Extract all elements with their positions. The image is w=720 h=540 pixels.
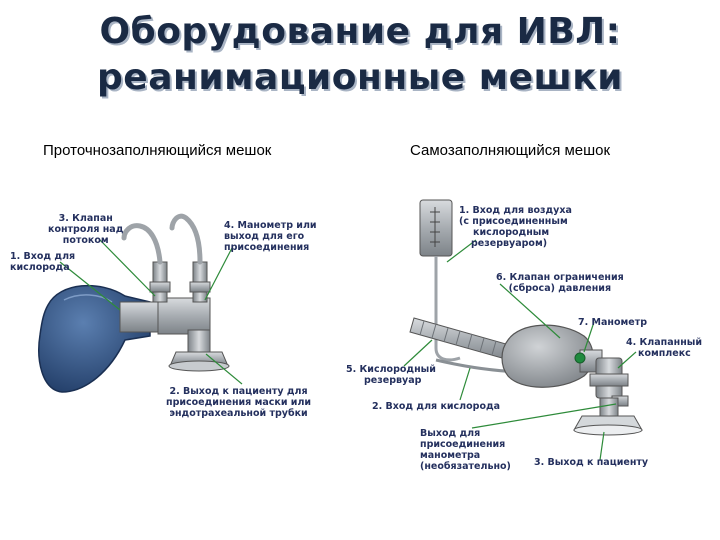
- label-line: контроля над: [48, 224, 124, 235]
- label-valve-complex: 4. Клапанный комплекс: [626, 337, 702, 359]
- self-inflating-bag-body: [501, 324, 594, 388]
- label-line: присоединения маски или: [166, 397, 312, 408]
- label-line: 1. Вход для воздуха: [459, 205, 572, 216]
- label-line: эндотрахеальной трубки: [169, 408, 308, 419]
- label-oxygen-inlet-right: 2. Вход для кислорода: [372, 401, 501, 412]
- label-line: 3. Клапан: [58, 213, 113, 224]
- manometer-tube: [169, 213, 203, 265]
- label-line: присоединения: [420, 439, 506, 450]
- label-line: потоком: [62, 235, 109, 246]
- self-inflating-bag: [409, 199, 643, 436]
- label-line: резервуаром): [471, 238, 548, 249]
- bag-neck: [119, 301, 161, 333]
- label-pressure-relief-valve: 6. Клапан ограничения (сброса) давления: [496, 272, 624, 294]
- chamber-drop-line: [434, 256, 461, 362]
- label-oxygen-reservoir: 5. Кислородный резервуар: [346, 364, 436, 386]
- label-line: 1. Вход для: [10, 251, 76, 262]
- label-line: 4. Клапанный: [626, 337, 703, 348]
- manometer-dial: [574, 352, 586, 364]
- label-line: кислородным: [473, 227, 550, 238]
- label-line: комплекс: [638, 348, 691, 359]
- label-manometer-right: 7. Манометр: [578, 317, 647, 328]
- right-leader-lines: [403, 239, 637, 461]
- page-title-line-1: Оборудование для ИВЛ:: [99, 11, 621, 52]
- connector-body: [157, 297, 211, 335]
- label-air-inlet: 1. Вход для воздуха (с присоединенным ки…: [459, 205, 572, 249]
- label-line: 4. Манометр или: [224, 220, 317, 231]
- label-patient-outlet-right: 3. Выход к пациенту: [534, 457, 649, 468]
- label-oxygen-inlet-left: 1. Вход для кислорода: [10, 251, 75, 273]
- flow-inflating-bag-subtitle: Проточнозаполняющийся мешок: [43, 142, 272, 159]
- oxygen-tube-left: [121, 223, 163, 265]
- label-line: манометра: [420, 450, 481, 461]
- label-flow-control-valve: 3. Клапан контроля над потоком: [48, 213, 123, 246]
- label-manometer-outlet: Выход для присоединения манометра (необя…: [420, 428, 511, 472]
- label-line: кислорода: [10, 262, 70, 273]
- oxygen-bag-chamber: [419, 199, 453, 257]
- flow-inflating-bag: [38, 213, 230, 393]
- label-line: резервуар: [364, 375, 422, 386]
- label-line: 6. Клапан ограничения: [496, 272, 624, 283]
- mask-rim: [168, 360, 230, 372]
- patient-port: [187, 329, 211, 353]
- self-inflating-bag-subtitle: Самозаполняющийся мешок: [410, 142, 611, 159]
- label-line: присоединения: [224, 242, 310, 253]
- label-line: (с присоединенным: [459, 216, 568, 227]
- label-line: выход для его: [224, 231, 305, 242]
- label-line: (необязательно): [420, 461, 511, 472]
- face-mask-rim: [573, 424, 643, 436]
- label-manometer-left: 4. Манометр или выход для его присоедине…: [224, 220, 317, 253]
- page-title-line-2: реанимационные мешки: [97, 57, 623, 98]
- label-line: Выход для: [420, 428, 481, 439]
- label-patient-outlet-left: 2. Выход к пациенту для присоединения ма…: [166, 386, 311, 419]
- label-line: 2. Выход к пациенту для: [169, 386, 308, 397]
- left-leader-lines: [59, 239, 243, 385]
- label-line: 5. Кислородный: [346, 364, 436, 375]
- label-line: (сброса) давления: [508, 283, 612, 294]
